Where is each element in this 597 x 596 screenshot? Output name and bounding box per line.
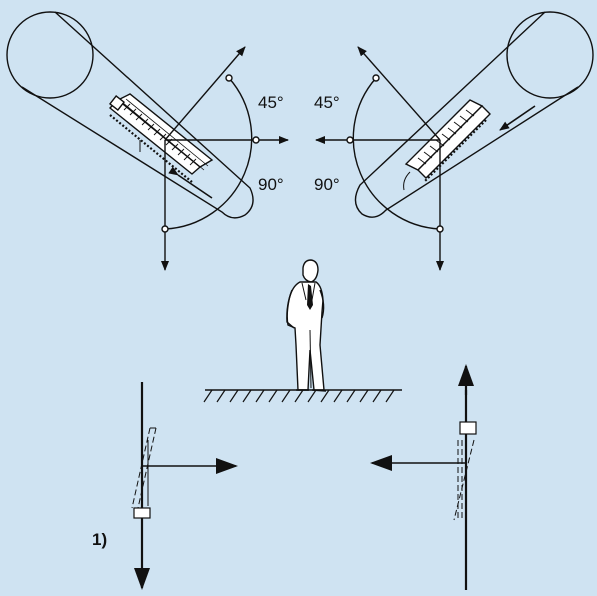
left-beam-circle xyxy=(6,11,94,99)
footnote-label: 1) xyxy=(92,530,107,549)
left-heater-group xyxy=(6,11,289,271)
right-beam-outline xyxy=(354,11,579,218)
left-ray-45 xyxy=(164,46,246,141)
right-heater-group xyxy=(315,11,594,271)
right-airflow-arrow xyxy=(499,105,536,131)
right-heater-icon xyxy=(403,99,491,191)
right-ray-45 xyxy=(357,46,441,141)
right-angle-45-label: 45° xyxy=(314,93,340,112)
right-beam-circle xyxy=(506,11,594,99)
left-angle-90-label: 90° xyxy=(258,175,284,194)
right-angle-arc xyxy=(352,77,441,230)
person-figure xyxy=(286,259,327,392)
left-wall-unit xyxy=(131,382,238,590)
floor-hatch xyxy=(203,389,402,403)
left-angle-45-label: 45° xyxy=(258,93,284,112)
left-airflow-arrow xyxy=(168,166,213,199)
left-angle-arc xyxy=(164,77,253,230)
right-wall-unit xyxy=(370,364,477,590)
left-beam-outline xyxy=(21,11,254,219)
right-angle-90-label: 90° xyxy=(314,175,340,194)
